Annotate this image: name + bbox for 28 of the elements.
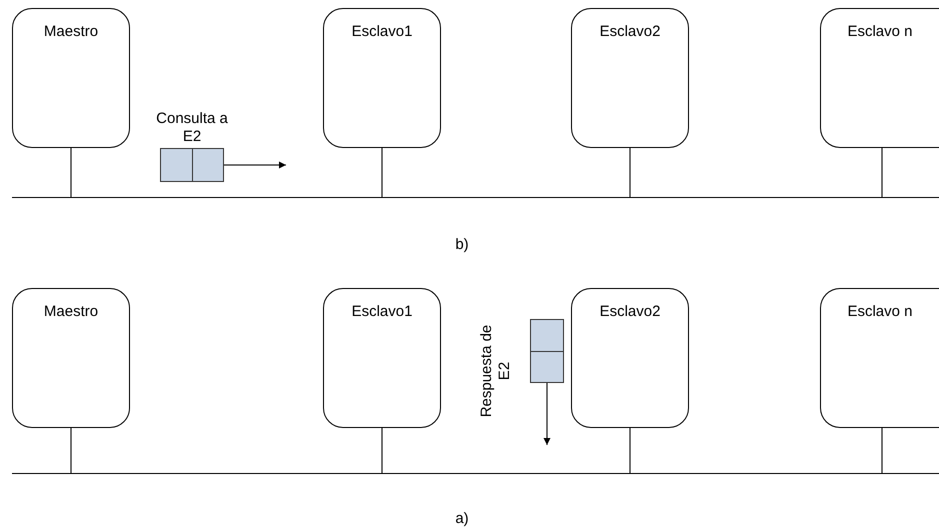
message-packet	[530, 319, 564, 383]
panel-label: a)	[454, 510, 470, 528]
station-name: Esclavo2	[598, 23, 662, 41]
station-name: Maestro	[42, 23, 100, 41]
arrow	[224, 162, 286, 168]
message-packet	[160, 148, 224, 182]
station-name: Esclavo1	[350, 303, 414, 321]
packet-caption: Consulta a E2	[155, 110, 229, 146]
panel-label: b)	[454, 236, 470, 254]
station-box	[323, 288, 441, 428]
station-name: Esclavo2	[598, 303, 662, 321]
station-box	[820, 288, 939, 428]
bus-line	[12, 473, 939, 474]
connector-line	[70, 148, 72, 198]
station-name: Esclavo1	[350, 23, 414, 41]
station-box	[571, 288, 689, 428]
station-box	[323, 8, 441, 148]
station-name: Esclavo n	[846, 23, 914, 41]
connector-line	[70, 428, 72, 474]
station-name: Maestro	[42, 303, 100, 321]
station-name: Esclavo n	[846, 303, 914, 321]
station-box	[12, 8, 130, 148]
station-box	[12, 288, 130, 428]
packet-caption: Respuesta de E2	[478, 324, 514, 420]
arrow	[544, 382, 550, 446]
bus-line	[12, 197, 939, 198]
station-box	[820, 8, 939, 148]
station-box	[571, 8, 689, 148]
